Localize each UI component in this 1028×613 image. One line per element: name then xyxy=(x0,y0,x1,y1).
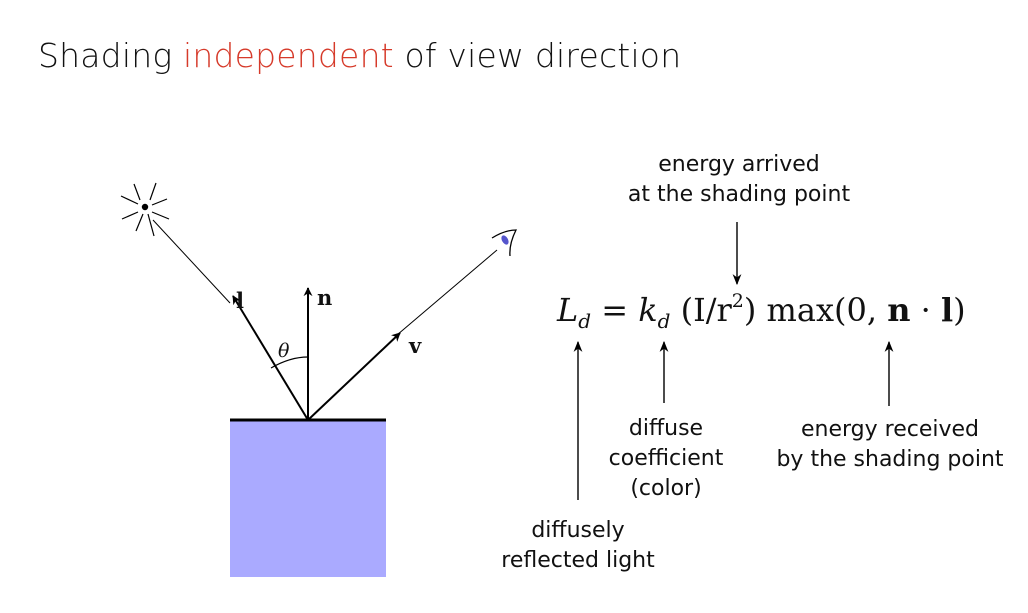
eq-dot: · xyxy=(910,291,941,329)
eq-max: max(0, xyxy=(766,291,888,329)
label-energy-arrived: energy arrived at the shading point xyxy=(609,150,869,210)
eq-coef: k xyxy=(638,291,658,329)
label-line: energy received xyxy=(800,417,979,442)
eq-lhs-sub: d xyxy=(578,309,592,333)
label-line: at the shading point xyxy=(627,182,851,207)
view-vector-arrow xyxy=(307,332,401,421)
eq-l: l xyxy=(940,291,954,329)
eq-close: ) xyxy=(953,291,966,329)
diffuse-equation: Ld = kd (I/r2) max(0, n · l) xyxy=(557,290,966,333)
eye-icon xyxy=(491,229,518,257)
surface-block xyxy=(230,420,386,577)
eq-equals: = xyxy=(601,291,629,329)
eq-intensity-exp: 2 xyxy=(731,290,744,312)
slide-title: Shading independent of view direction xyxy=(38,36,681,75)
label-diffusely-reflected: diffusely reflected light xyxy=(486,516,670,576)
light-vector-arrow xyxy=(232,295,309,421)
label-energy-received: energy received by the shading point xyxy=(762,415,1018,475)
theta-arc xyxy=(270,356,309,369)
label-line: (color) xyxy=(630,476,702,501)
label-line: coefficient xyxy=(608,446,724,471)
label-diffuse-coefficient: diffuse coefficient (color) xyxy=(584,414,748,504)
label-line: diffusely xyxy=(531,518,625,543)
view-ray xyxy=(396,249,498,336)
eq-intensity-close: ) xyxy=(743,291,757,329)
eq-intensity: (I/r xyxy=(680,291,732,329)
eq-coef-sub: d xyxy=(657,309,671,333)
title-text: Shading xyxy=(38,36,184,75)
title-text-end: of view direction xyxy=(393,36,682,75)
label-line: reflected light xyxy=(501,548,655,573)
theta-label: θ xyxy=(278,340,290,362)
view-vector-label: v xyxy=(409,333,422,358)
light-ray xyxy=(152,219,231,304)
label-line: energy arrived xyxy=(658,152,820,177)
label-line: by the shading point xyxy=(776,447,1004,472)
title-accent-word: independent xyxy=(183,36,394,75)
label-line: diffuse xyxy=(628,416,704,441)
eq-n: n xyxy=(887,291,911,329)
eq-lhs: L xyxy=(557,291,579,329)
light-vector-label: l xyxy=(236,288,244,313)
light-source-icon xyxy=(120,182,170,237)
normal-vector-label: n xyxy=(317,285,333,310)
